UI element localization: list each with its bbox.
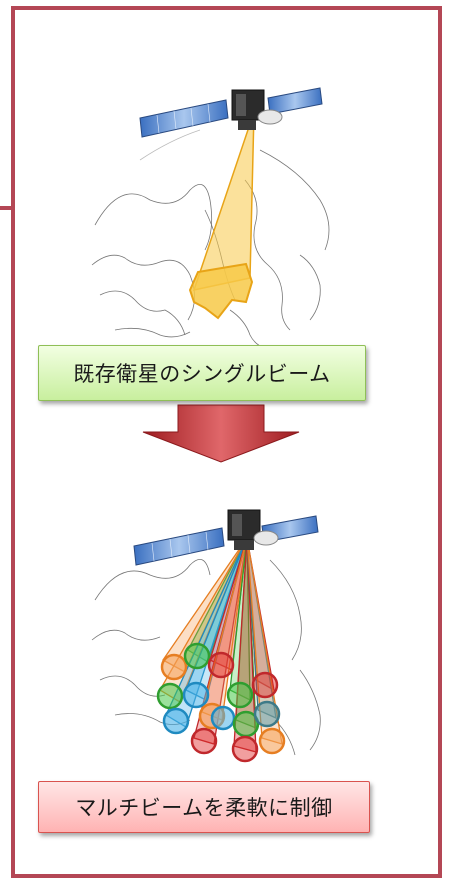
single-beam-footprint [188, 262, 254, 320]
multi-beam-footprints [156, 642, 286, 763]
satellite-icon [139, 87, 323, 138]
single-beam-caption: 既存衛星のシングルビーム [38, 345, 366, 401]
bottom-map [91, 558, 321, 756]
multi-beam-caption: マルチビームを柔軟に制御 [38, 781, 370, 833]
down-arrow-icon [142, 404, 300, 463]
satellite-icon [133, 509, 319, 566]
diagram-frame [0, 6, 442, 878]
